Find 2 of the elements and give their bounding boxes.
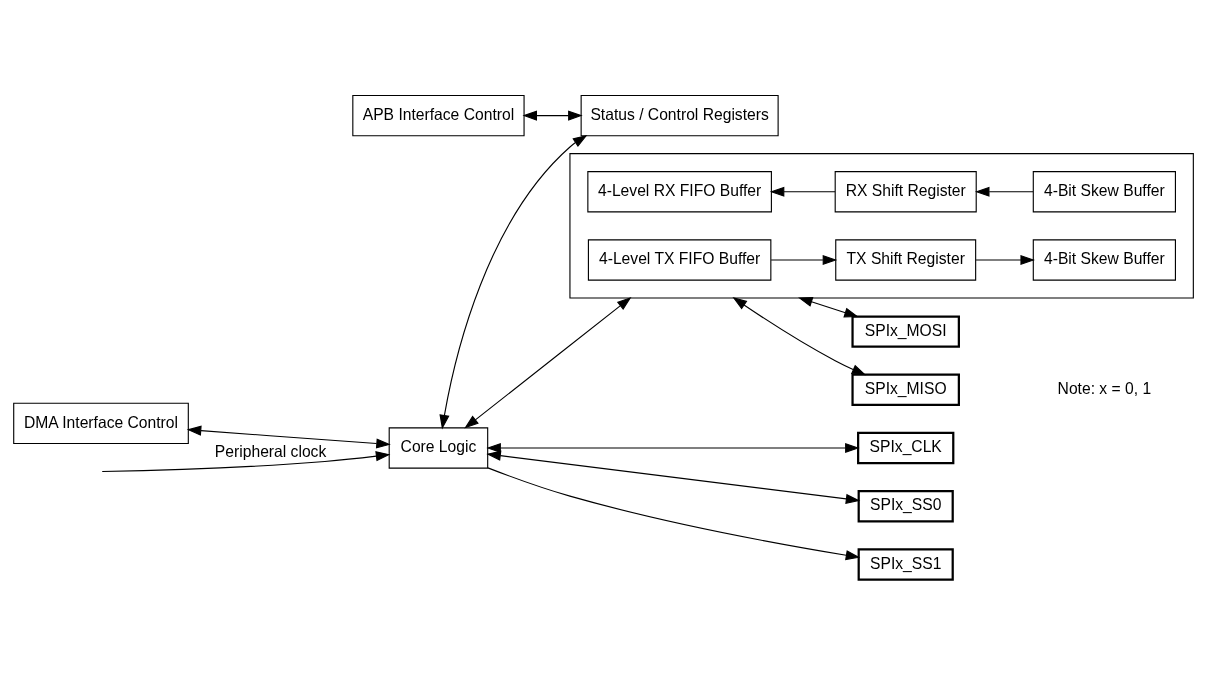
label: Note: x = 0, 1 (1057, 379, 1151, 397)
edge-label: Peripheral clock (214, 443, 326, 461)
